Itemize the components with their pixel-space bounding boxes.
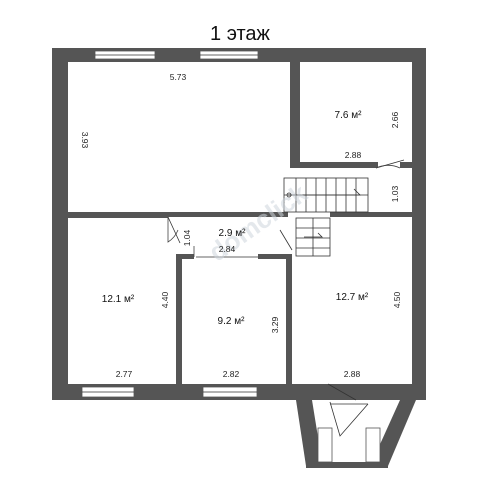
middle-room-side-dimension: 3.29 [270, 316, 280, 333]
middle-room-area: 9.2 м² [218, 316, 246, 327]
right-room-top-side-dimension: 1.03 [390, 185, 400, 202]
right-room-side-dimension: 4.50 [392, 291, 402, 308]
left-room-bottom-dimension: 2.77 [116, 369, 133, 379]
middle-room-bottom-dimension: 2.82 [223, 369, 240, 379]
hall-area: 2.9 м² [219, 228, 247, 239]
left-room-area: 12.1 м² [102, 294, 135, 305]
right-room-bottom-dimension: 2.88 [344, 369, 361, 379]
windows [81, 50, 259, 398]
left-room-side-dimension: 4.40 [160, 291, 170, 308]
hall-bottom-dimension: 2.84 [219, 244, 236, 254]
floor-title: 1 этаж [210, 23, 271, 45]
living-side-dimension: 3.93 [80, 132, 90, 149]
top-right-side-dimension: 2.66 [390, 111, 400, 128]
hall-side-dimension: 1.04 [182, 229, 192, 246]
right-room-area: 12.7 м² [336, 292, 369, 303]
interior-walls [68, 62, 412, 384]
top-right-room-area: 7.6 м² [335, 110, 363, 121]
entry-porch [296, 400, 416, 468]
staircase-upper [283, 177, 369, 213]
staircase-lower [295, 217, 331, 257]
living-top-dimension: 5.73 [170, 72, 187, 82]
top-right-bottom-dimension: 2.88 [345, 150, 362, 160]
doors [167, 159, 405, 401]
